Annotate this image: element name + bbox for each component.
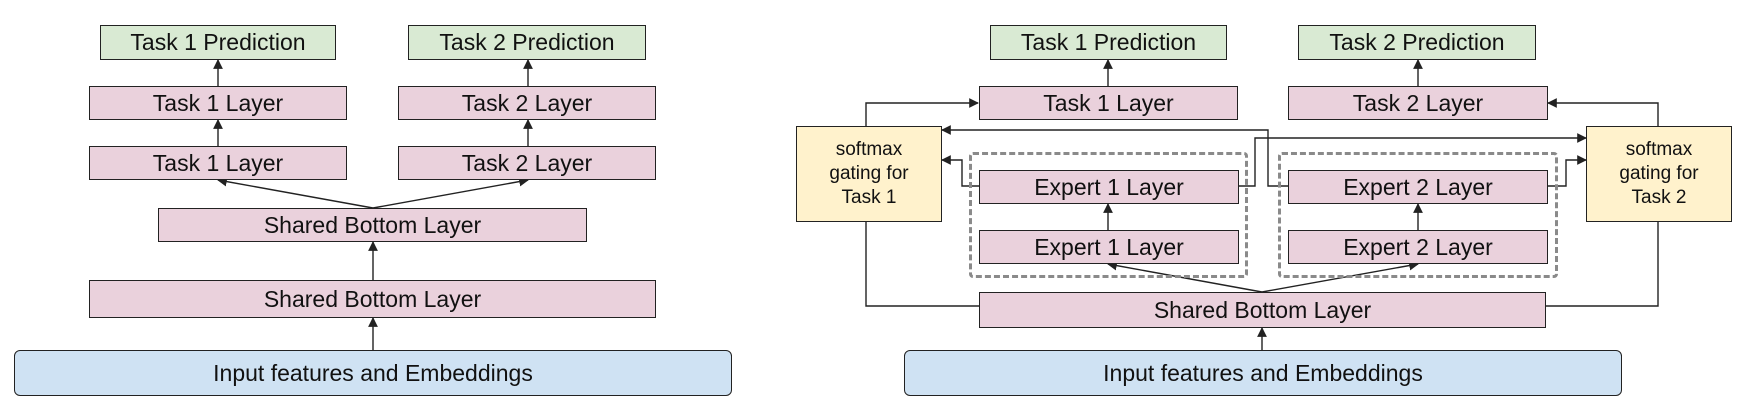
wire-gate1-to-task1: [865, 98, 979, 126]
task1-layer-bottom-label: Task 1 Layer: [152, 149, 284, 176]
gate-task2-label: softmax gating for Task 2: [1619, 139, 1699, 208]
mmoe-task1-prediction-label: Task 1 Prediction: [1020, 29, 1197, 56]
mmoe-shared-bottom-label: Shared Bottom Layer: [1153, 296, 1372, 323]
expert2-layer-top-label: Expert 2 Layer: [1343, 173, 1493, 200]
mmoe-task2-prediction-label: Task 2 Prediction: [1329, 29, 1505, 56]
mmoe-task2-layer: Task 2 Layer: [1288, 86, 1548, 120]
task1-layer-bottom: Task 1 Layer: [89, 146, 347, 180]
task1-prediction-box: Task 1 Prediction: [100, 25, 336, 60]
gate-task1-box: softmax gating for Task 1: [796, 126, 942, 222]
task2-prediction-label: Task 2 Prediction: [439, 29, 615, 56]
arrow-shared-to-expert1-bottom: [1107, 260, 1263, 293]
arrow-shared-to-expert2-bottom: [1261, 260, 1419, 293]
expert2-layer-bottom: Expert 2 Layer: [1288, 230, 1548, 264]
arrow-shared-to-task1-bottom: [217, 176, 374, 209]
arrow-shared-to-task2-bottom: [372, 176, 529, 209]
task1-layer-top-label: Task 1 Layer: [152, 89, 284, 116]
expert2-group: [1278, 152, 1558, 278]
wire-gate2-to-task2: [1547, 98, 1659, 126]
expert1-layer-bottom-label: Expert 1 Layer: [1034, 233, 1184, 260]
shared-bottom-layer-lower: Shared Bottom Layer: [89, 280, 656, 318]
input-features-label: Input features and Embeddings: [213, 359, 533, 386]
task2-layer-bottom-label: Task 2 Layer: [461, 149, 593, 176]
task2-layer-top: Task 2 Layer: [398, 86, 656, 120]
mmoe-task1-layer-label: Task 1 Layer: [1043, 89, 1174, 116]
mmoe-task2-layer-label: Task 2 Layer: [1352, 89, 1484, 116]
task2-layer-bottom: Task 2 Layer: [398, 146, 656, 180]
mmoe-shared-bottom-layer: Shared Bottom Layer: [979, 292, 1546, 328]
task2-layer-top-label: Task 2 Layer: [461, 89, 593, 116]
mmoe-task1-prediction-box: Task 1 Prediction: [990, 25, 1227, 60]
shared-bottom-lower-label: Shared Bottom Layer: [263, 285, 482, 312]
shared-bottom-layer-upper: Shared Bottom Layer: [158, 208, 587, 242]
task2-prediction-box: Task 2 Prediction: [408, 25, 646, 60]
expert2-layer-top: Expert 2 Layer: [1288, 170, 1548, 204]
mmoe-task1-layer: Task 1 Layer: [979, 86, 1238, 120]
expert1-layer-top-label: Expert 1 Layer: [1034, 173, 1184, 200]
mmoe-input-features-box: Input features and Embeddings: [904, 350, 1622, 396]
gate-task2-box: softmax gating for Task 2: [1586, 126, 1732, 222]
expert1-group: [969, 152, 1248, 278]
expert2-layer-bottom-label: Expert 2 Layer: [1343, 233, 1493, 260]
mmoe-input-features-label: Input features and Embeddings: [1103, 359, 1423, 386]
wire-shared-to-gate1: [865, 222, 979, 307]
shared-bottom-upper-label: Shared Bottom Layer: [263, 211, 482, 238]
task1-layer-top: Task 1 Layer: [89, 86, 347, 120]
gate-task1-label: softmax gating for Task 1: [829, 139, 909, 208]
expert1-layer-bottom: Expert 1 Layer: [979, 230, 1239, 264]
wire-shared-to-gate2: [1546, 222, 1659, 307]
mmoe-task2-prediction-box: Task 2 Prediction: [1298, 25, 1536, 60]
task1-prediction-label: Task 1 Prediction: [130, 29, 306, 56]
input-features-box: Input features and Embeddings: [14, 350, 732, 396]
expert1-layer-top: Expert 1 Layer: [979, 170, 1239, 204]
